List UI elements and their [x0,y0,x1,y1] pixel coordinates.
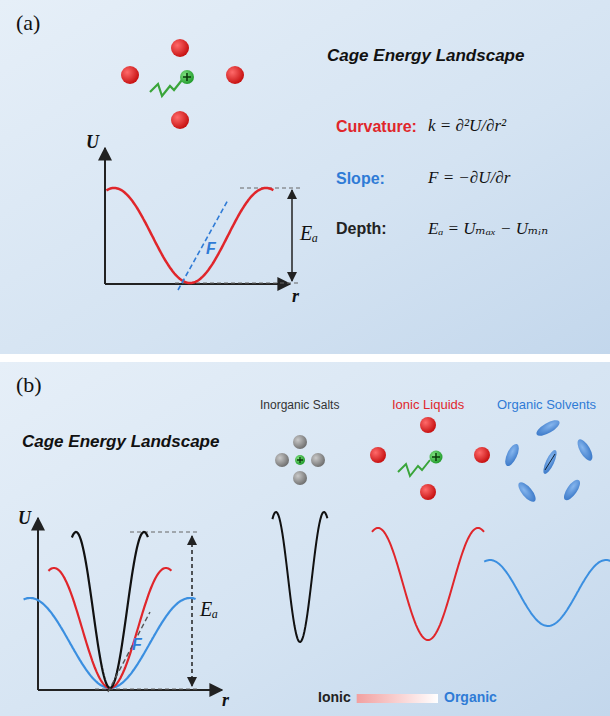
energy-well [72,532,148,688]
axis-label: r [292,286,299,307]
axes-b-part [37,518,39,690]
formula: F = −∂U/∂r [428,168,510,188]
guide-lines-b [95,532,200,689]
organic-solvent-cage [502,417,595,504]
trend-bar [357,694,438,703]
energy-well [48,568,171,688]
depth-arrow [191,536,193,686]
property-key: Slope: [336,170,385,188]
depth-arrow [291,190,293,281]
property-key: Curvature: [336,118,417,136]
energy-well [484,560,610,626]
guide-lines-b-part [130,532,200,533]
organic-solvent-cage-part [502,442,521,468]
column-heading: Ionic Liquids [392,397,464,412]
guide-lines-a [175,188,300,283]
column-heading: Inorganic Salts [260,398,339,412]
inorganic-cage-part [297,457,303,463]
column-heading: Organic Solvents [497,397,596,412]
formula: Eₐ = Uₘₐₓ − Uₘᵢₙ [428,218,548,239]
panel-heading: Cage Energy Landscape [22,432,219,452]
ionic-liquid-cage-part [420,484,436,500]
cage-a-part [150,80,182,96]
cage-a [121,39,244,129]
axis-label: U [18,508,31,529]
axes-b-part [38,689,222,691]
axes-a [105,148,290,284]
force-label: F [206,240,216,258]
ionic-liquid-cage [370,417,490,500]
trend-end: Organic [444,689,497,705]
axes-a-part [104,148,106,284]
ionic-liquid-cage-part [370,447,386,463]
organic-solvent-cage-part [545,454,555,470]
cage-a-part [226,66,244,84]
inorganic-cage-part [293,471,307,485]
inorganic-cage [275,435,325,485]
axis-label: r [222,690,229,711]
cage-a-part [171,111,189,129]
cage-a-part [121,66,139,84]
ionic-liquid-cage-part [474,447,490,463]
organic-solvent-cage-part [541,449,559,476]
axis-label: U [86,132,99,153]
energy-well [272,512,327,642]
panel: (a) Cage Energy Landscape [0,0,610,354]
organic-solvent-cage-part [575,437,596,463]
panel: (b) Cage Energy Landscape [0,362,610,716]
ionic-liquid-cage-part [420,417,436,433]
organic-solvent-cage-part [515,480,538,505]
slope-tangent [178,200,228,290]
depth-label: Eₐ [200,598,218,621]
inorganic-cage-part [295,455,305,465]
energy-well [372,528,484,640]
panel-tag: (a) [16,10,40,36]
inorganic-cage-part [275,453,289,467]
inorganic-cage-part [311,453,325,467]
panel-tag: (b) [16,372,42,398]
panel-ground [0,362,610,716]
inorganic-cage-part [293,435,307,449]
ionic-liquid-cage-part [432,453,440,461]
cage-a-part [180,70,194,84]
panel-heading: Cage Energy Landscape [327,46,524,66]
organic-solvent-cage-part [534,417,562,439]
depth-label: Eₐ [300,222,318,245]
ionic-liquid-cage-part [430,451,443,464]
trend-end: Ionic [318,689,351,705]
panel-ground [0,0,610,354]
formula: k = ∂²U/∂r² [428,116,506,136]
slope-tangent [108,612,150,692]
organic-solvent-cage-part [561,477,583,502]
property-key: Depth: [336,220,387,238]
cage-a-part [183,73,191,81]
axes-b [38,518,222,690]
cage-a-part [171,39,189,57]
ionic-liquid-cage-part [398,460,430,476]
force-label: F [132,636,142,654]
energy-well [24,598,196,688]
